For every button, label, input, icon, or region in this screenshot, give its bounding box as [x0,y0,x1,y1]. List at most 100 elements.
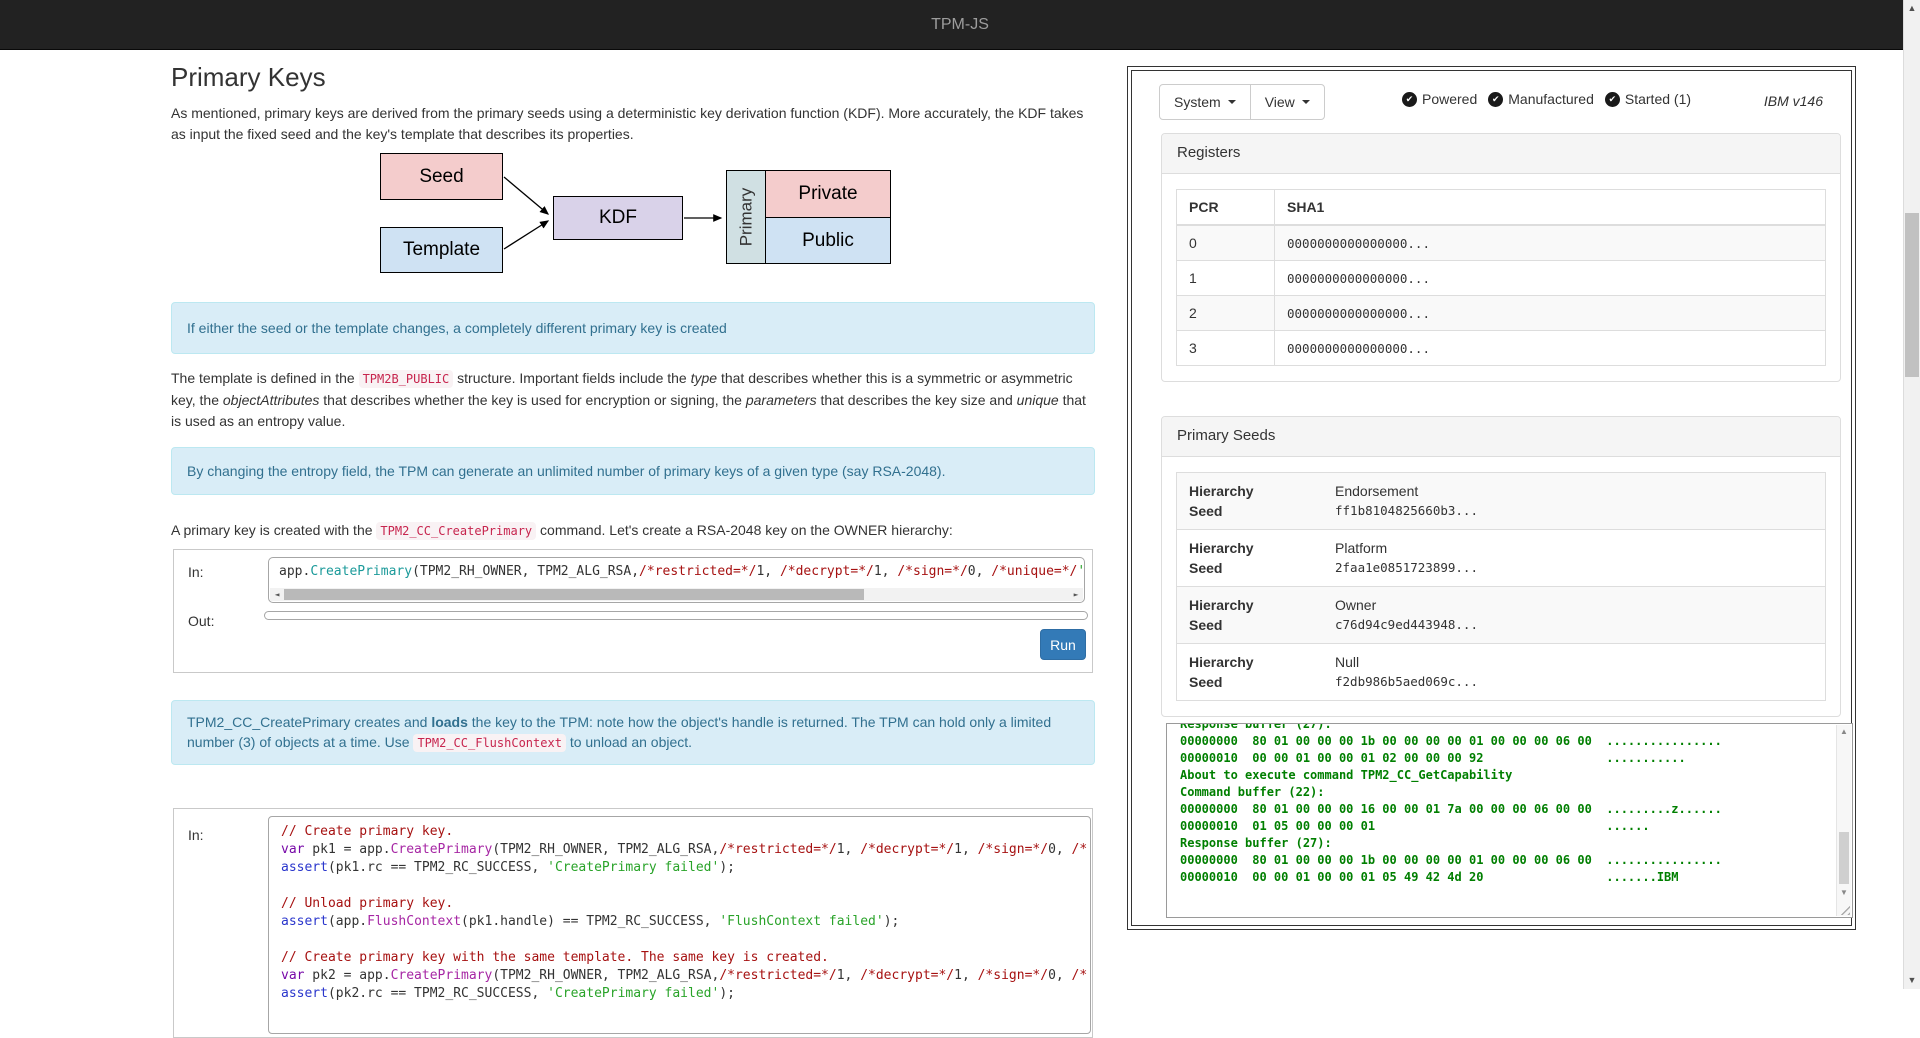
seed-value: ff1b8104825660b3... [1335,503,1478,518]
scroll-down-icon[interactable]: ▼ [1840,888,1848,897]
menu-group: System View [1159,84,1325,120]
pcr-value: 0000000000000000... [1274,224,1826,261]
hierarchy-label: Hierarchy [1189,540,1254,556]
status-badge-manufactured: ✔ Manufactured [1488,91,1594,107]
pcr-index: 2 [1176,295,1275,331]
status-badge-powered: ✔ Powered [1402,91,1477,107]
primary-seeds-heading: Primary Seeds [1162,417,1840,457]
console-scrollbar-thumb[interactable] [1839,832,1849,884]
view-menu-button[interactable]: View [1249,84,1325,120]
console-line: Response buffer (27): [1180,836,1332,850]
code-line: // Unload primary key. [281,896,454,911]
code-input-line: app.CreatePrimary(TPM2_RH_OWNER, TPM2_AL… [279,564,1085,579]
code-line: assert(pk1.rc == TPM2_RC_SUCCESS, 'Creat… [281,860,735,875]
out-label: Out: [188,613,215,629]
system-menu-button[interactable]: System [1159,84,1251,120]
diagram-primary-label: Primary [726,170,766,264]
diagram-kdf-box: KDF [553,196,683,240]
code-line [281,931,1078,949]
code-line: // Create primary key with the same temp… [281,950,829,965]
code-line: var pk1 = app.CreatePrimary(TPM2_RH_OWNE… [281,842,1088,857]
code-line: assert(pk2.rc == TPM2_RC_SUCCESS, 'Creat… [281,986,735,1001]
column-header-sha1: SHA1 [1274,189,1826,226]
pcr-value: 0000000000000000... [1274,260,1826,296]
alert-seed-template: If either the seed or the template chang… [171,302,1095,354]
diagram-arrows [503,176,723,250]
intro-paragraph: As mentioned, primary keys are derived f… [171,105,1084,142]
scroll-up-icon[interactable]: ▲ [1840,727,1848,736]
console-line: 00000010 00 00 01 00 00 01 05 49 42 4d 2… [1180,870,1686,884]
console-line: 00000010 00 00 01 00 00 01 02 00 00 00 9… [1180,751,1686,765]
console-line: About to execute command TPM2_CC_GetCapa… [1180,768,1513,782]
tpm-version-label: IBM v146 [1763,93,1823,109]
diagram-seed-box: Seed [380,153,503,200]
scroll-right-icon[interactable]: ► [1073,590,1079,599]
chevron-down-icon [1301,100,1310,104]
diagram-primary-group: Primary Private Public [726,170,891,264]
hierarchy-value: Endorsement [1335,483,1419,499]
code-input[interactable]: app.CreatePrimary(TPM2_RH_OWNER, TPM2_AL… [268,557,1085,603]
template-paragraph: The template is defined in the TPM2B_PUB… [171,370,1086,429]
code-line: // Create primary key. [281,824,454,839]
navbar: TPM-JS [0,0,1920,50]
diagram-template-box: Template [380,227,503,273]
horizontal-scrollbar-thumb[interactable] [284,589,864,600]
seed-label: Seed [1189,503,1223,519]
code-form-script: In: // Create primary key. var pk1 = app.… [173,808,1093,1038]
diagram-private-box: Private [765,170,891,218]
seed-label: Seed [1189,560,1223,576]
console-line: 00000010 01 05 00 00 00 01 ...... [1180,819,1650,833]
scroll-left-icon[interactable]: ◄ [274,590,280,599]
horizontal-scrollbar[interactable]: ◄ ► [270,588,1083,601]
code-line [281,877,1078,895]
console-line: 00000000 80 01 00 00 00 1b 00 00 00 00 0… [1180,734,1722,748]
alert-flush-context: TPM2_CC_CreatePrimary creates and loads … [171,700,1095,765]
column-header-pcr: PCR [1176,189,1275,226]
check-circle-icon: ✔ [1604,91,1620,107]
create-primary-paragraph: A primary key is created with the TPM2_C… [171,522,953,540]
pcr-index: 0 [1176,224,1275,261]
registers-heading: Registers [1162,134,1840,174]
page-scrollbar[interactable]: ▲ ▼ [1903,0,1920,989]
run-button[interactable]: Run [1040,629,1086,660]
console-line: 00000000 80 01 00 00 00 1b 00 00 00 00 0… [1180,853,1722,867]
seed-label: Seed [1189,617,1223,633]
chevron-down-icon [1227,100,1236,104]
console-line: 00000000 80 01 00 00 00 16 00 00 01 7a 0… [1180,802,1722,816]
seed-value: f2db986b5aed069c... [1335,674,1478,689]
code-line: var pk2 = app.CreatePrimary(TPM2_RH_OWNE… [281,968,1088,983]
in-label: In: [188,827,204,843]
scroll-up-icon[interactable]: ▲ [1907,3,1917,13]
seed-label: Seed [1189,674,1223,690]
console-line: Response buffer (27): [1180,723,1332,731]
tpm-console[interactable]: Response buffer (27): 00000000 80 01 00 0… [1166,723,1853,918]
resize-grip-icon[interactable] [1839,904,1850,915]
hierarchy-value: Null [1335,654,1360,670]
scroll-down-icon[interactable]: ▼ [1907,975,1917,985]
hierarchy-label: Hierarchy [1189,654,1254,670]
check-circle-icon: ✔ [1402,91,1417,107]
code-editor[interactable]: // Create primary key. var pk1 = app.Crea… [268,816,1091,1034]
hierarchy-value: Platform [1335,540,1388,556]
pcr-value: 0000000000000000... [1274,295,1826,331]
kdf-diagram: Seed Template KDF Primary Private Public [371,150,901,282]
console-scrollbar[interactable]: ▲ ▼ [1836,725,1851,916]
pcr-index: 1 [1176,260,1275,296]
seed-value: c76d94c9ed443948... [1335,617,1478,632]
code-form-create-primary: In: app.CreatePrimary(TPM2_RH_OWNER, TPM… [173,549,1093,673]
console-line: Command buffer (22): [1180,785,1325,799]
page-scrollbar-thumb[interactable] [1905,213,1919,377]
code-line: assert(app.FlushContext(pk1.handle) == T… [281,914,900,929]
console-log: Response buffer (27): 00000000 80 01 00 0… [1180,723,1822,886]
diagram-public-box: Public [765,217,891,264]
